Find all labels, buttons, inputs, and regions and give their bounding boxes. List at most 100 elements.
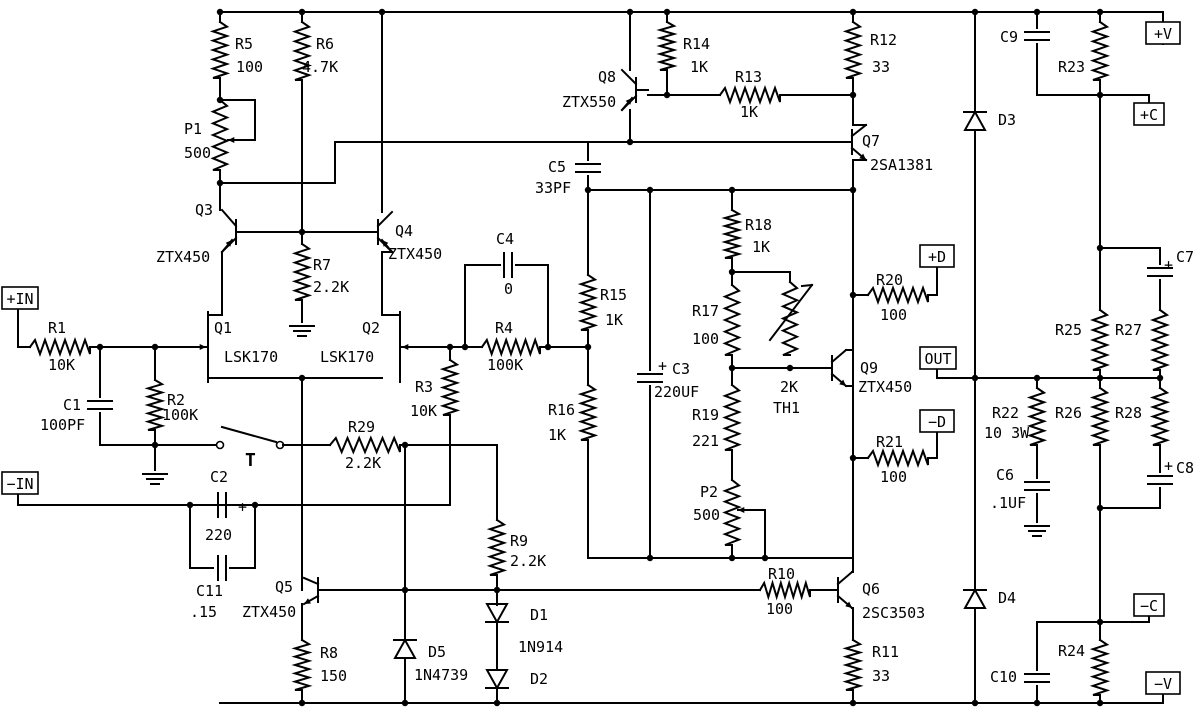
wire [381, 314, 401, 379]
wire [381, 251, 393, 316]
label-r17v: 100 [692, 330, 719, 348]
resistor-r25 [1090, 308, 1110, 371]
transistor-q9-emitter-arrow [839, 379, 846, 386]
label-c3v: 220UF [654, 383, 699, 401]
label-r20v: 100 [880, 306, 907, 324]
label-q7: Q7 [862, 132, 880, 150]
resistor-r14 [656, 20, 678, 71]
wire [1036, 621, 1101, 671]
label-r3: R3 [415, 378, 433, 396]
terminal-plus-in [1, 286, 39, 310]
label-r10: R10 [768, 565, 795, 583]
label-r5v: 100 [236, 58, 263, 76]
transistor-q5-emitter-arrow [304, 598, 311, 604]
switch-t-contact [275, 440, 285, 450]
resistor-r6 [291, 20, 313, 81]
transistor-q4-emitter-arrow [382, 240, 389, 247]
wire [399, 444, 498, 521]
label-r13v: 1K [740, 103, 758, 121]
label-c4v: 0 [504, 280, 513, 298]
wire [515, 264, 549, 348]
resistor-r10 [758, 579, 811, 601]
wire [464, 264, 501, 348]
label-r15v: 1K [605, 311, 623, 329]
label-c8: C8 [1176, 459, 1194, 477]
label-r19v: 221 [692, 432, 719, 450]
label-q5: Q5 [275, 578, 293, 596]
terminal-minus-v [1145, 671, 1181, 695]
label-th1v: 2K [780, 378, 798, 396]
label-p2v: 500 [693, 506, 720, 524]
label-plus: + [1164, 256, 1173, 274]
label-q5v: ZTX450 [242, 603, 296, 621]
transistor-q6-emitter-arrow [845, 601, 852, 608]
label-t: T [245, 450, 256, 471]
th1-adjust [768, 283, 814, 342]
resistor-r19 [722, 383, 742, 451]
switch-t-lever [220, 425, 278, 444]
label-c6: C6 [996, 466, 1014, 484]
transistor-q8 [620, 68, 638, 86]
label-q3: Q3 [195, 201, 213, 219]
label-r16: R16 [548, 401, 575, 419]
label-q1v: LSK170 [224, 348, 278, 366]
p1-wiper-arrow [228, 136, 235, 144]
wire [936, 368, 1161, 379]
resistor-r11 [842, 638, 864, 691]
junction-dot [971, 374, 979, 382]
label-r14v: 1K [690, 58, 708, 76]
switch-t-contact [215, 440, 225, 450]
label-r2v: 100K [162, 406, 198, 424]
label-d2: D2 [530, 670, 548, 688]
wire [852, 159, 867, 191]
resistor-r3 [439, 358, 461, 416]
label-d5: D5 [428, 643, 446, 661]
transistor-q7 [850, 123, 868, 138]
wire [927, 266, 938, 296]
label-c2v: 220 [205, 526, 232, 544]
diode-d2 [485, 669, 509, 691]
label-r16v: 1K [548, 426, 566, 444]
label-plus: + [238, 498, 247, 516]
label-r2: R2 [167, 391, 185, 409]
label-r28: R28 [1115, 404, 1142, 422]
label-d1v: 1N914 [518, 638, 563, 656]
label-c11: C11 [196, 582, 223, 600]
label-d3: D3 [998, 111, 1016, 129]
wire [189, 504, 214, 569]
label-q8v: ZTX550 [562, 93, 616, 111]
wire [1099, 11, 1164, 23]
label-c4: C4 [496, 230, 514, 248]
label-q3v: ZTX450 [156, 248, 210, 266]
label-r15: R15 [600, 286, 627, 304]
potentiometer-p2 [722, 478, 742, 546]
resistor-r1 [28, 337, 91, 357]
label-r24: R24 [1058, 642, 1085, 660]
wire [1099, 693, 1164, 704]
wire [219, 141, 841, 184]
diode-d1 [485, 603, 509, 625]
label-r5: R5 [235, 35, 253, 53]
wires [17, 8, 1164, 707]
label-c6v: .1UF [990, 494, 1026, 512]
resistor-r2 [144, 378, 166, 431]
label-r22: R22 [992, 404, 1019, 422]
label-r1v: 10K [48, 356, 75, 374]
transistor-q3 [220, 208, 238, 228]
transistor-q7-emitter-arrow [859, 153, 866, 160]
resistor-r20 [866, 285, 929, 305]
jfet-q1-gate-arrow [199, 343, 206, 351]
label-r6: R6 [316, 35, 334, 53]
components [1, 20, 1181, 696]
label-r4: R4 [495, 319, 513, 337]
label-r11: R11 [872, 643, 899, 661]
label-q7v: 2SA1381 [870, 156, 933, 174]
p2-wiper-arrow [738, 506, 745, 514]
resistor-r13 [718, 85, 781, 105]
wire [99, 412, 216, 446]
thermistor-th1 [780, 280, 800, 356]
label-r23: R23 [1058, 58, 1085, 76]
transistor-q8-emitter-arrow [625, 98, 632, 105]
label-q9v: ZTX450 [858, 378, 912, 396]
label-c5: C5 [548, 158, 566, 176]
